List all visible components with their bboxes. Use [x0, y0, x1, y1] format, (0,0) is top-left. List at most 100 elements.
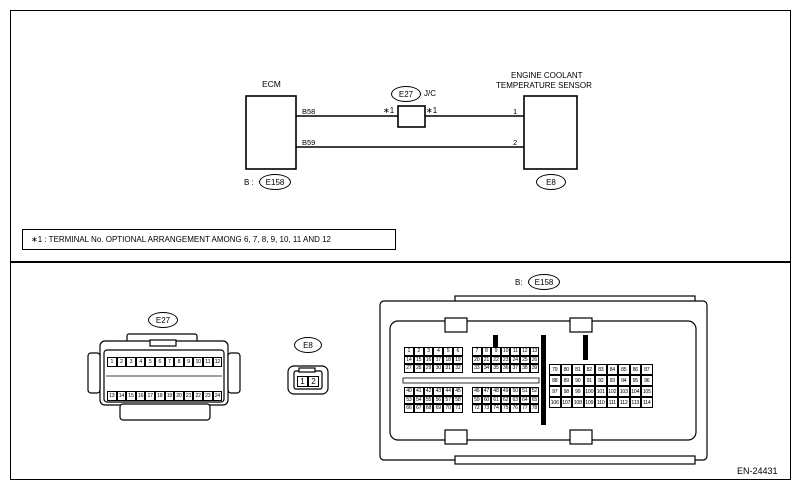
pin-cell: 28 [413, 364, 424, 373]
pin-cell: 66 [404, 404, 414, 413]
pin-cell: 88 [549, 375, 561, 386]
pin-cell: 10 [500, 347, 511, 356]
ecm-connector-oval: E158 [259, 174, 291, 190]
pin-cell: 99 [572, 386, 584, 397]
pin-cell: 54 [413, 395, 424, 404]
pin-cell: 9 [491, 347, 501, 356]
pin-cell: 30 [433, 364, 444, 373]
e158-mid-gap [402, 377, 540, 384]
ecm-pin-b59: B59 [302, 138, 316, 147]
terminal-note: ∗1 : TERMINAL No. OPTIONAL ARRANGEMENT A… [22, 229, 396, 250]
pin-cell: 17 [433, 355, 444, 364]
pin-cell: 77 [520, 404, 530, 413]
pin-cell: 1 [107, 357, 117, 367]
pin-cell: 22 [491, 355, 501, 364]
pin-cell: 111 [606, 397, 618, 408]
pin-cell: 22 [193, 391, 203, 401]
pin-cell: 38 [520, 364, 530, 373]
pin-cell: 33 [472, 364, 482, 373]
pin-cell: 96 [641, 375, 653, 386]
pin-cell: 84 [606, 364, 618, 375]
pin-cell: 55 [423, 395, 434, 404]
pin-cell: 4 [135, 357, 146, 367]
pin-cell: 31 [443, 364, 453, 373]
pin-cell: 89 [560, 375, 572, 386]
e158-divider-main [541, 335, 546, 425]
outer-frame [10, 10, 791, 480]
pin-cell: 19 [453, 355, 463, 364]
pin-cell: 29 [423, 364, 434, 373]
pin-cell: 35 [491, 364, 501, 373]
pin-cell: 41 [413, 387, 424, 396]
pin-cell: 43 [433, 387, 444, 396]
pin-cell: 72 [472, 404, 482, 413]
pin-cell: 71 [453, 404, 463, 413]
pin-cell: 69 [433, 404, 444, 413]
pin-cell: 25 [520, 355, 530, 364]
sensor-label-line2: TEMPERATURE SENSOR [496, 81, 592, 90]
pin-cell: 20 [472, 355, 482, 364]
e27-connector-oval: E27 [148, 312, 178, 328]
pin-cell: 45 [453, 387, 463, 396]
pin-cell: 46 [472, 387, 482, 396]
pin-cell: 104 [629, 386, 641, 397]
pin-cell: 81 [572, 364, 584, 375]
pin-cell: 7 [472, 347, 482, 356]
pin-cell: 24 [212, 391, 223, 401]
pin-cell: 19 [164, 391, 175, 401]
pin-cell: 17 [145, 391, 155, 401]
pin-cell: 2 [413, 347, 424, 356]
pin-cell: 97 [549, 386, 561, 397]
figure-code: EN-24431 [737, 466, 778, 476]
pin-cell: 42 [423, 387, 434, 396]
pin-cell: 18 [443, 355, 453, 364]
pin-cell: 58 [453, 395, 463, 404]
pin-cell: 3 [126, 357, 136, 367]
pin-cell: 87 [641, 364, 653, 375]
ecm-connector-prefix: B : [244, 178, 254, 187]
pin-cell: 73 [481, 404, 492, 413]
pin-cell: 98 [560, 386, 572, 397]
pin-cell: 90 [572, 375, 584, 386]
pin-cell: 21 [481, 355, 492, 364]
pin-cell: 10 [193, 357, 203, 367]
pin-cell: 86 [629, 364, 641, 375]
pin-cell: 36 [500, 364, 511, 373]
pin-cell: 93 [606, 375, 618, 386]
pin-cell: 23 [203, 391, 213, 401]
pin-cell: 26 [529, 355, 540, 364]
pin-cell: 16 [135, 391, 146, 401]
star-right-label: ∗1 [426, 106, 438, 115]
e158-key-right [583, 335, 588, 360]
junction-label: J/C [424, 89, 436, 98]
pin-cell: 64 [520, 395, 530, 404]
pin-cell: 94 [618, 375, 630, 386]
pin-cell: 67 [413, 404, 424, 413]
pin-cell: 21 [183, 391, 194, 401]
pin-cell: 27 [404, 364, 414, 373]
pin-cell: 78 [529, 404, 540, 413]
pin-cell: 82 [583, 364, 595, 375]
sensor-pin-2: 2 [513, 138, 518, 147]
pin-cell: 75 [500, 404, 511, 413]
pin-cell: 85 [618, 364, 630, 375]
pin-cell: 92 [595, 375, 607, 386]
junction-oval: E27 [391, 86, 421, 102]
pin-cell: 103 [618, 386, 630, 397]
pin-cell: 40 [404, 387, 414, 396]
pin-cell: 65 [529, 395, 540, 404]
pin-cell: 3 [423, 347, 434, 356]
pin-cell: 12 [212, 357, 223, 367]
pin-cell: 11 [203, 357, 213, 367]
pin-cell: 20 [174, 391, 184, 401]
pin-cell: 2 [116, 357, 127, 367]
pin-cell: 24 [510, 355, 520, 364]
pin-cell: 13 [107, 391, 117, 401]
pin-cell: 83 [595, 364, 607, 375]
pin-cell: 60 [481, 395, 492, 404]
pin-cell: 37 [510, 364, 520, 373]
e158-connector-prefix: B: [515, 278, 523, 287]
ecm-pin-b58: B58 [302, 107, 316, 116]
pin-cell: 91 [583, 375, 595, 386]
pin-cell: 50 [510, 387, 520, 396]
